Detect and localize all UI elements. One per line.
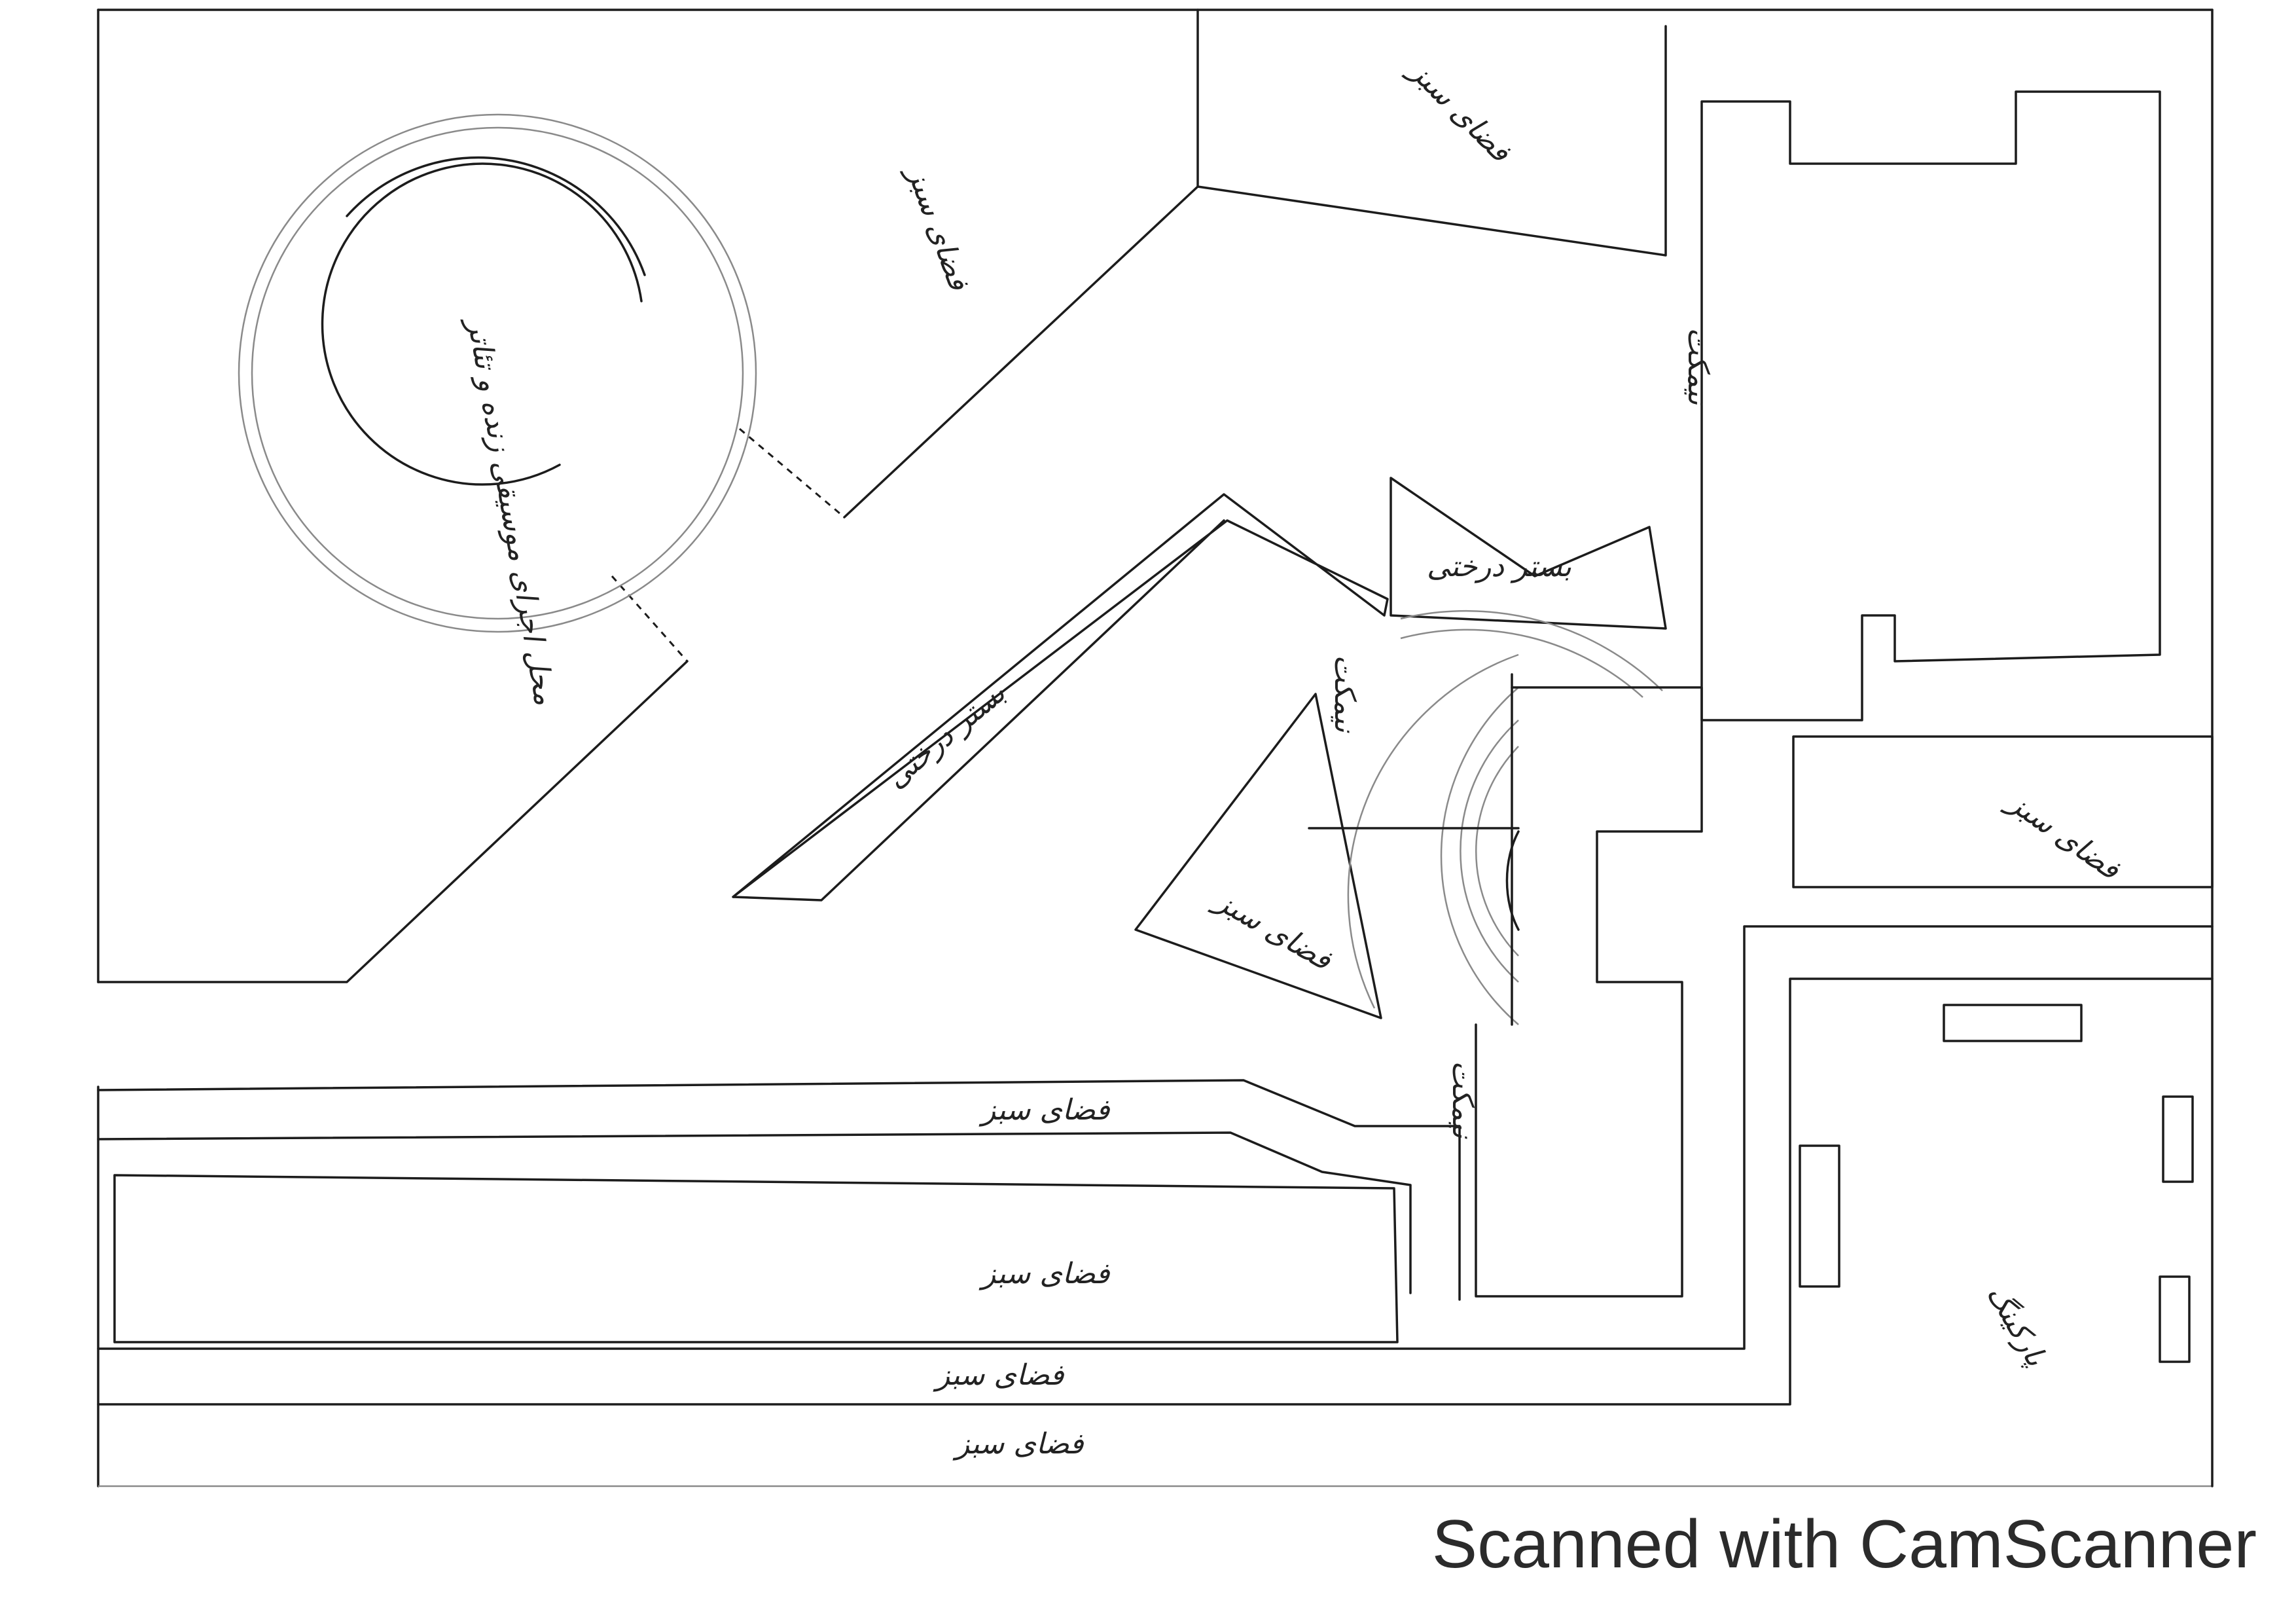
label-green-east-strip: فضای سبز bbox=[2000, 784, 2126, 886]
label-green-strip-bed: فضای سبز bbox=[978, 1257, 1110, 1290]
strip-top bbox=[97, 1079, 1461, 1301]
top-center-plot bbox=[1196, 25, 1667, 257]
strip-mid bbox=[97, 1131, 1412, 1294]
triangle-planter-south bbox=[1134, 693, 1382, 1019]
label-amphitheater: محل اجرای موسیقی زنده و تئاتر bbox=[460, 314, 562, 708]
circular-stage bbox=[238, 113, 757, 633]
amphitheater-seating bbox=[1308, 610, 1663, 1026]
label-planter-diagonal: بستر درختی bbox=[880, 676, 1012, 795]
strip-bottom-bed bbox=[113, 1174, 1399, 1343]
label-seating-a: نیمکت bbox=[1681, 327, 1715, 406]
triangle-planter-north bbox=[1390, 477, 1667, 630]
parking-inner bbox=[97, 977, 2214, 1406]
label-green-strip-top: فضای سبز bbox=[978, 1093, 1110, 1127]
building-ne bbox=[1700, 90, 2161, 721]
top-diagonal-dash bbox=[739, 428, 845, 519]
label-green-nw: فضای سبز bbox=[899, 160, 976, 295]
label-paved-area: پارکینگ bbox=[1980, 1279, 2053, 1372]
parking-bay-4 bbox=[1799, 1144, 1840, 1288]
label-seating-b: نیمکت bbox=[1328, 655, 1361, 733]
label-seating-c: نیمکت bbox=[1446, 1061, 1479, 1139]
label-planter-north: بستر درختی bbox=[1427, 550, 1571, 583]
parking-bay-3 bbox=[2159, 1275, 2191, 1363]
parking-boundary bbox=[97, 925, 2214, 1350]
scanner-watermark: Scanned with CamScanner bbox=[1431, 1506, 2257, 1582]
top-diagonal-edge bbox=[843, 9, 1199, 519]
diagonal-planter bbox=[732, 493, 1389, 902]
label-green-strip-bottom: فضای سبز bbox=[952, 1427, 1084, 1461]
green-zone-nw-edge bbox=[97, 660, 689, 983]
parking-bay-1 bbox=[1943, 1004, 2083, 1042]
label-green-strip-lower: فضای سبز bbox=[933, 1359, 1064, 1392]
label-green-top-center: فضای سبز bbox=[1401, 52, 1517, 169]
green-zone-nw-dash bbox=[611, 575, 689, 662]
green-strip-east bbox=[1792, 735, 2214, 888]
site-boundary bbox=[97, 9, 2214, 1487]
central-building bbox=[1475, 686, 1703, 1298]
parking-bay-2 bbox=[2162, 1095, 2194, 1183]
